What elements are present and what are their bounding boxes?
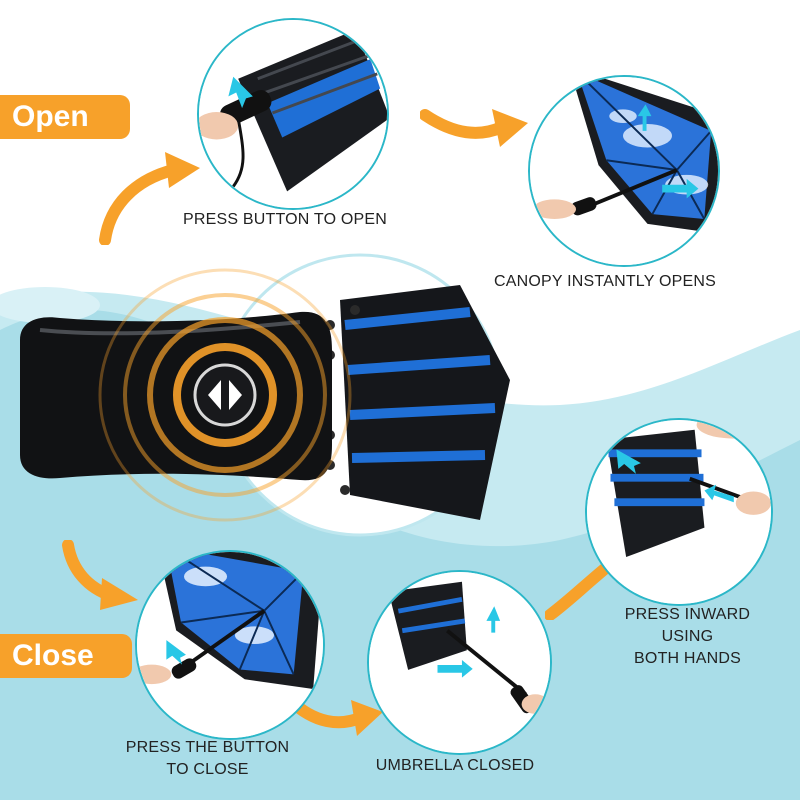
open-label: Open [0,95,130,139]
step-press-inward-image [585,418,773,606]
caption-line: BOTH HANDS [634,650,741,667]
caption-press-button-close: PRESS THE BUTTON TO CLOSE [95,737,320,781]
caption-press-inward: PRESS INWARD USING BOTH HANDS [595,604,780,670]
close-label: Close [0,634,132,678]
main-handle-closeup [20,253,510,537]
caption-line: USING [661,628,714,645]
step-press-button-open-image [197,18,389,210]
step-umbrella-closed-image [367,570,552,755]
caption-canopy-opens: CANOPY INSTANTLY OPENS [494,273,716,290]
caption-line: PRESS INWARD [624,606,751,623]
step-canopy-opens-image [528,75,720,267]
caption-line: PRESS THE BUTTON [125,739,290,756]
step-press-button-close-image [135,550,325,740]
double-arrow-icon[interactable] [195,365,255,425]
orange-arrow-icon [99,152,200,245]
caption-umbrella-closed: UMBRELLA CLOSED [375,757,535,774]
orange-arrow-icon [62,540,138,610]
caption-line: TO CLOSE [166,761,249,778]
caption-press-button-open: PRESS BUTTON TO OPEN [182,211,388,228]
orange-arrow-icon [420,109,528,147]
